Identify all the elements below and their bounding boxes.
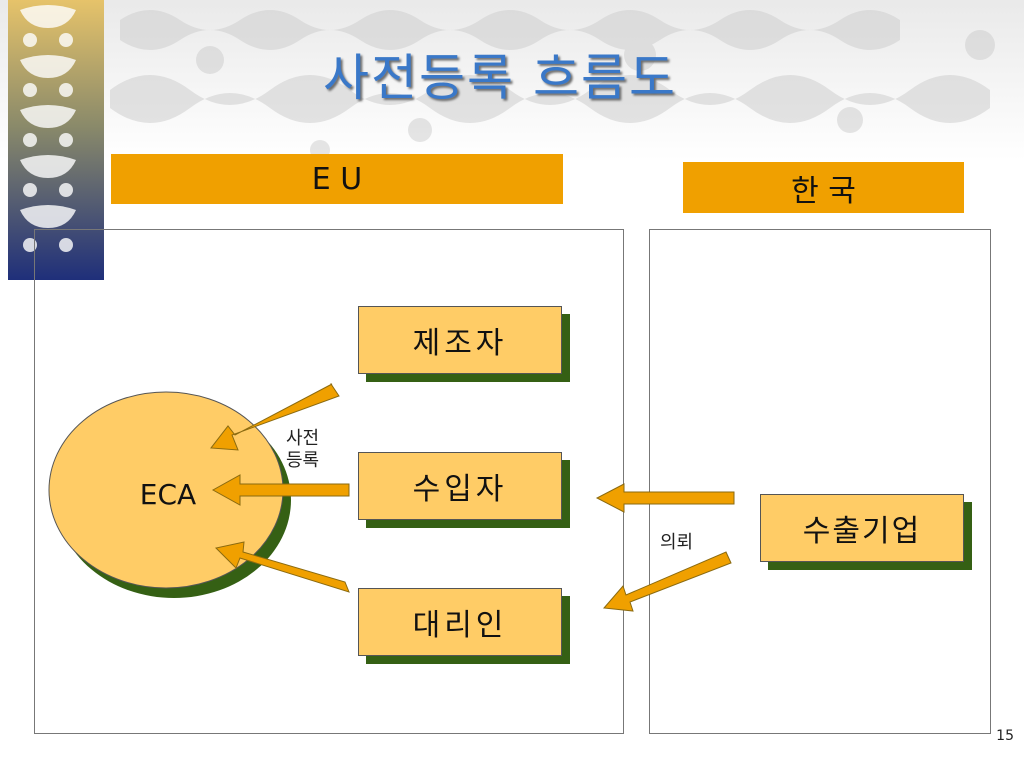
header-korea: 한 국 xyxy=(683,162,964,213)
node-manufacturer: 제조자 xyxy=(358,306,570,382)
page-number: 15 xyxy=(996,728,1014,744)
arrow-manufacturer-to-eca xyxy=(210,383,340,451)
node-importer-label: 수입자 xyxy=(358,452,562,520)
pre-registration-label: 사전 등록 xyxy=(286,428,319,472)
node-importer: 수입자 xyxy=(358,452,570,528)
request-label: 의뢰 xyxy=(660,532,694,553)
arrow-exporter-to-agent xyxy=(602,551,732,612)
node-agent-label: 대리인 xyxy=(358,588,562,656)
header-eu: E U xyxy=(111,154,563,204)
panel-eu xyxy=(34,229,624,734)
node-exporter: 수출기업 xyxy=(760,494,972,570)
node-manufacturer-label: 제조자 xyxy=(358,306,562,374)
page-title: 사전등록 흐름도 xyxy=(323,49,677,107)
node-agent: 대리인 xyxy=(358,588,570,664)
pre-registration-line2: 등록 xyxy=(286,450,320,471)
eca-label: ECA xyxy=(139,478,197,511)
arrow-agent-to-eca xyxy=(214,541,350,593)
pre-registration-line1: 사전 xyxy=(286,428,320,449)
arrow-exporter-to-importer xyxy=(595,483,735,513)
arrow-importer-to-eca xyxy=(211,474,350,506)
node-exporter-label: 수출기업 xyxy=(760,494,964,562)
panel-korea xyxy=(649,229,991,734)
